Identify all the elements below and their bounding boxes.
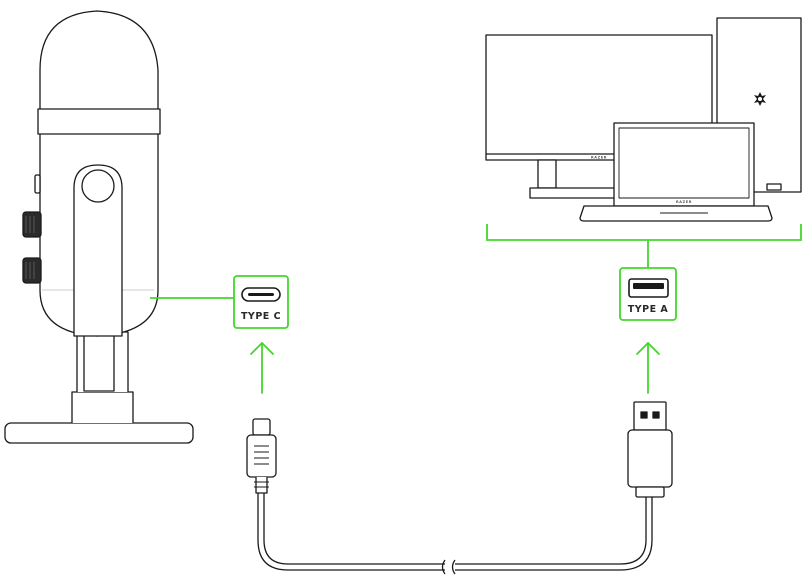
cable-left-outer xyxy=(257,493,445,571)
laptop-screen xyxy=(618,127,750,199)
arrow-up-icon xyxy=(250,342,274,394)
usb-a-plug-icon xyxy=(627,401,673,498)
laptop-icon: RAZER xyxy=(579,122,773,222)
cable-break-symbol xyxy=(441,559,456,575)
mic-base-top xyxy=(71,391,134,423)
mic-stand-inner xyxy=(83,332,115,392)
monitor-brand: RAZER xyxy=(591,156,607,160)
type-a-port-callout: TYPE A xyxy=(619,267,677,321)
mic-volume-knob xyxy=(22,257,42,284)
cable-right-outer xyxy=(455,497,653,571)
cable-left-inner xyxy=(263,493,445,565)
microphone-icon xyxy=(4,10,194,444)
arrow-up-icon xyxy=(636,342,660,394)
mic-base xyxy=(4,422,194,444)
type-c-port-callout: TYPE C xyxy=(233,275,289,329)
mic-yoke xyxy=(73,164,123,337)
type-c-label: TYPE C xyxy=(241,311,281,322)
monitor-foot xyxy=(529,187,621,199)
mic-knob-center xyxy=(81,169,115,203)
cable-right-inner xyxy=(455,497,647,565)
usb-c-plug-icon xyxy=(246,418,277,494)
monitor-stand xyxy=(537,159,557,189)
razer-logo-icon xyxy=(754,92,766,106)
monitor-icon: RAZER xyxy=(485,34,713,199)
laptop-brand: RAZER xyxy=(676,200,692,204)
mic-gain-knob xyxy=(22,211,42,238)
usb-cable-icon xyxy=(246,401,673,575)
mic-band xyxy=(37,108,161,135)
type-a-label: TYPE A xyxy=(628,304,669,315)
computer-bracket xyxy=(486,224,802,241)
